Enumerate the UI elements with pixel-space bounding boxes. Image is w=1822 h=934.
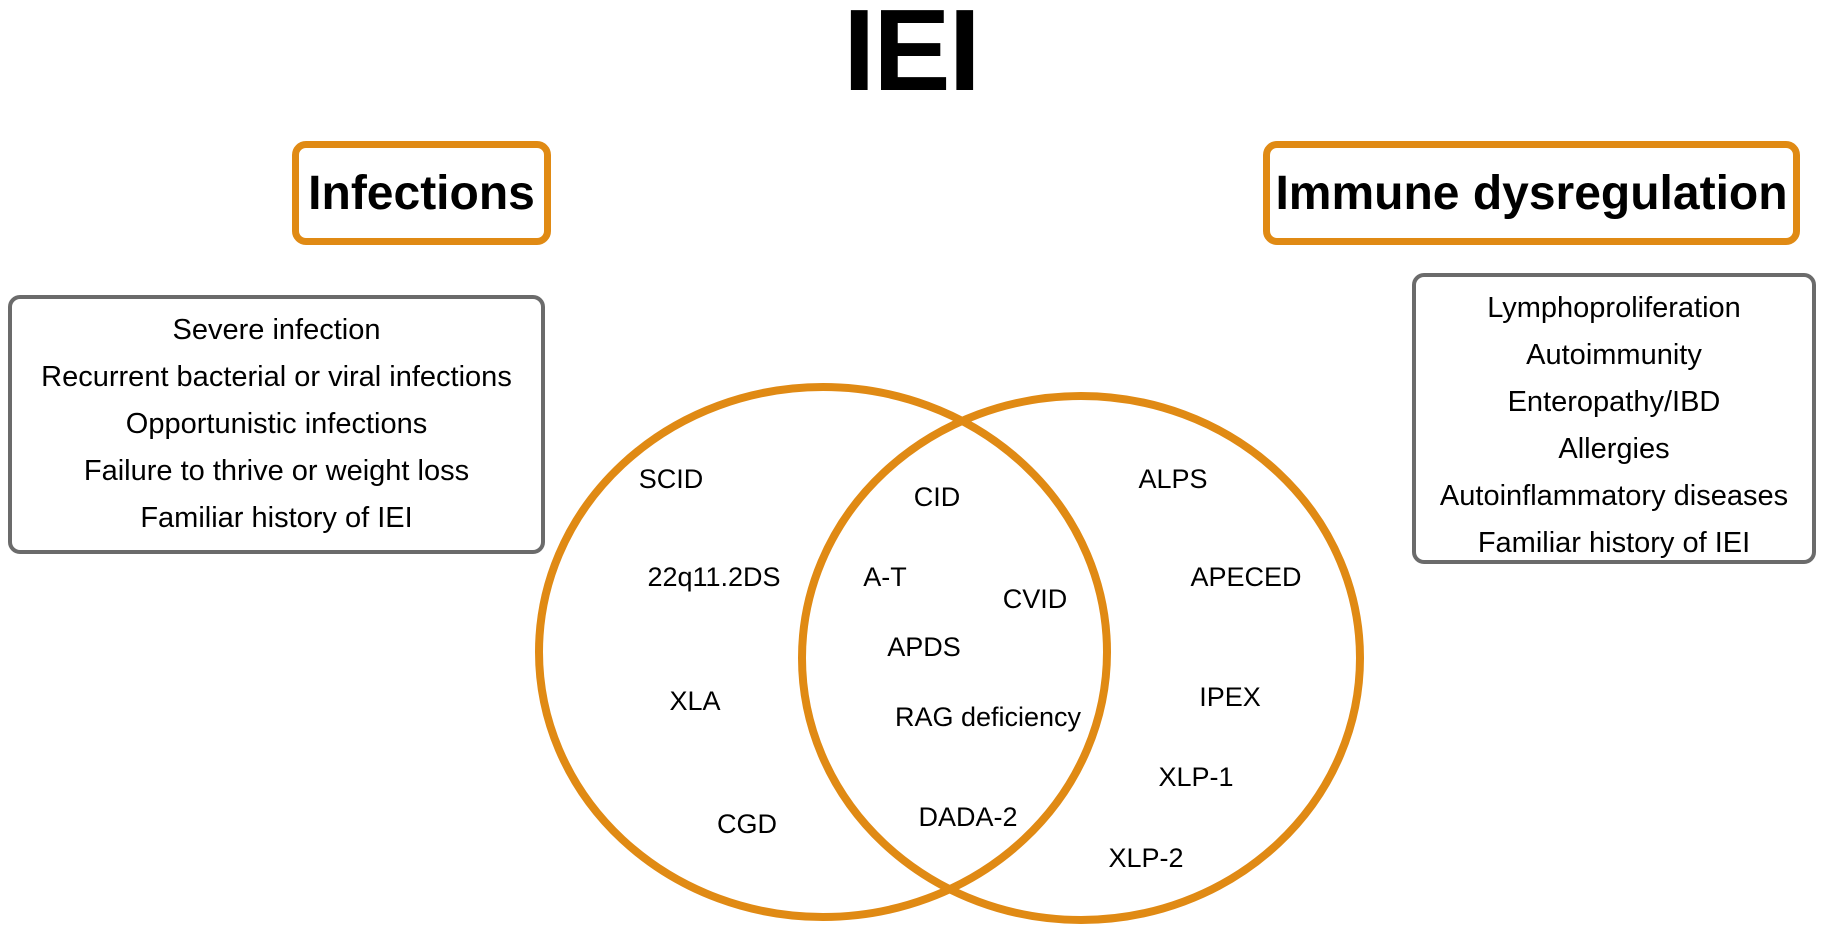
infections-criterion: Failure to thrive or weight loss bbox=[83, 455, 470, 487]
diagram-title: IEI bbox=[843, 0, 981, 115]
immune-dysregulation-header: Immune dysregulation bbox=[1263, 141, 1800, 245]
venn-label-left: CGD bbox=[717, 809, 777, 839]
dysregulation-criterion: Autoinflammatory diseases bbox=[1439, 480, 1789, 512]
venn-label-right: XLP-1 bbox=[1158, 762, 1233, 792]
venn-label-left: XLA bbox=[669, 686, 720, 716]
infections-criterion: Severe infection bbox=[172, 314, 381, 346]
venn-label-overlap: RAG deficiency bbox=[895, 702, 1082, 732]
venn-label-overlap: CID bbox=[914, 482, 961, 512]
infections-criterion: Familiar history of IEI bbox=[140, 502, 413, 534]
infections-criteria-box: Severe infection Recurrent bacterial or … bbox=[8, 295, 545, 554]
venn-label-overlap: DADA-2 bbox=[918, 802, 1017, 832]
venn-label-left: SCID bbox=[639, 464, 704, 494]
venn-label-overlap: A-T bbox=[863, 562, 907, 592]
infections-circle bbox=[535, 383, 1111, 921]
venn-label-right: ALPS bbox=[1138, 464, 1207, 494]
infections-criterion: Recurrent bacterial or viral infections bbox=[41, 361, 512, 393]
immune-dysregulation-criteria-box: Lymphoproliferation Autoimmunity Enterop… bbox=[1412, 273, 1816, 564]
dysregulation-criterion: Allergies bbox=[1558, 433, 1670, 465]
venn-label-left: 22q11.2DS bbox=[647, 562, 780, 592]
immune-dysregulation-circle bbox=[798, 392, 1364, 924]
infections-header: Infections bbox=[292, 141, 551, 245]
dysregulation-criterion: Enteropathy/IBD bbox=[1507, 386, 1721, 418]
infections-criterion: Opportunistic infections bbox=[125, 408, 428, 440]
infections-header-label: Infections bbox=[308, 166, 535, 220]
venn-label-right: APECED bbox=[1190, 562, 1301, 592]
venn-label-overlap: APDS bbox=[887, 632, 961, 662]
venn-label-right: XLP-2 bbox=[1108, 843, 1183, 873]
dysregulation-criterion: Familiar history of IEI bbox=[1477, 527, 1751, 559]
dysregulation-criterion: Autoimmunity bbox=[1526, 339, 1702, 371]
venn-label-overlap: CVID bbox=[1003, 584, 1068, 614]
immune-dysregulation-header-label: Immune dysregulation bbox=[1275, 166, 1788, 220]
dysregulation-criterion: Lymphoproliferation bbox=[1487, 292, 1741, 324]
venn-label-right: IPEX bbox=[1199, 682, 1261, 712]
